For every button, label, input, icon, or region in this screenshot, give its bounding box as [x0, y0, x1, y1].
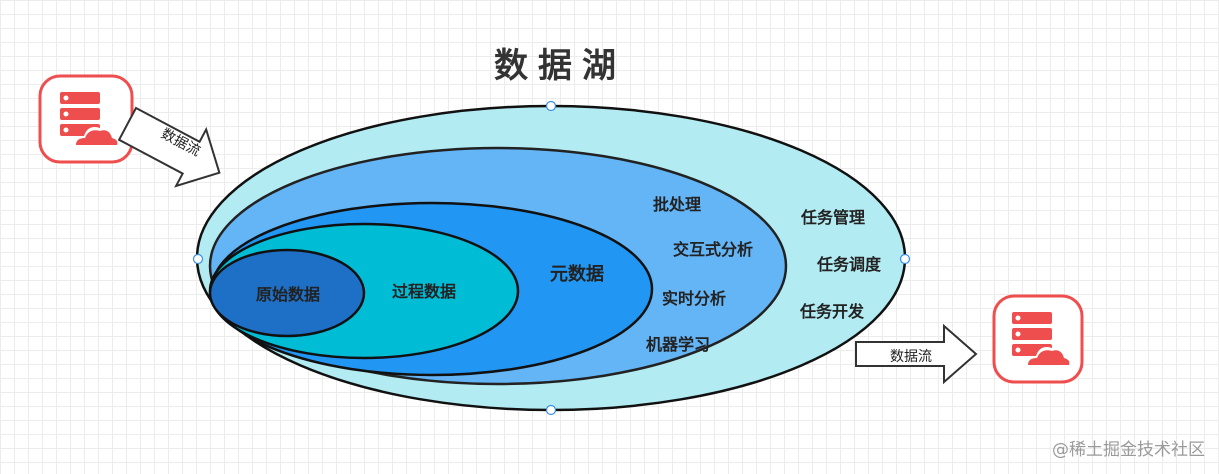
outbound-arrow-label: 数据流	[890, 349, 932, 365]
diagram-title: 数据湖	[494, 46, 626, 86]
selection-handles	[192, 100, 911, 416]
inbound-flow-arrow	[117, 106, 221, 188]
handle-top[interactable]	[545, 100, 557, 112]
handle-left[interactable]	[192, 253, 204, 265]
watermark: @稀土掘金技术社区	[1052, 440, 1205, 460]
label-metadata: 元数据	[550, 264, 604, 285]
analysis-item-realtime: 实时分析	[661, 289, 727, 308]
analysis-item-ml: 机器学习	[645, 335, 711, 354]
handle-bottom[interactable]	[545, 404, 557, 416]
source-server-cloud-icon	[38, 74, 134, 164]
management-item-task-schedule: 任务调度	[816, 255, 882, 274]
analysis-item-interactive: 交互式分析	[672, 240, 754, 259]
management-item-task-mgmt: 任务管理	[800, 208, 866, 227]
layer-raw-data	[208, 248, 366, 338]
label-raw-data: 原始数据	[255, 285, 321, 304]
handle-right[interactable]	[899, 253, 911, 265]
analysis-item-batch: 批处理	[652, 195, 702, 214]
label-process-data: 过程数据	[391, 282, 457, 301]
management-item-task-dev: 任务开发	[799, 302, 865, 321]
outbound-flow-arrow	[855, 323, 978, 385]
target-server-cloud-icon	[992, 294, 1084, 384]
